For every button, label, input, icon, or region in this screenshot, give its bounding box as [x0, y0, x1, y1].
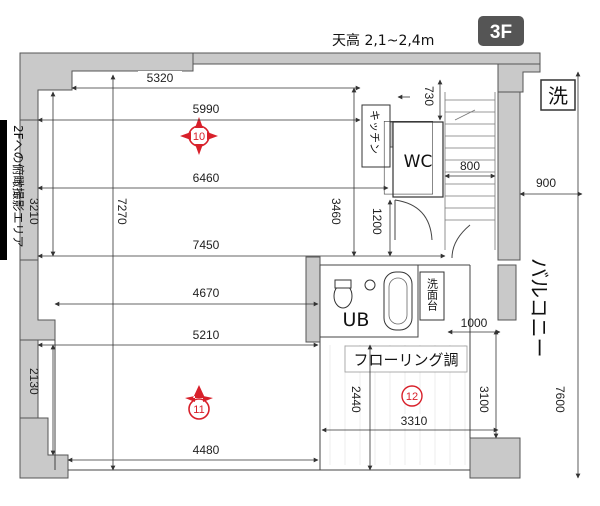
dim-4670: 4670	[193, 286, 220, 300]
interior-lines	[54, 199, 471, 471]
kitchen-label: キッチン	[368, 110, 381, 154]
dim-2130: 2130	[27, 368, 41, 395]
balcony-label: バルコニー	[527, 258, 551, 358]
camera-marker-upper: 10	[180, 117, 218, 155]
camera-marker-lower-label: 11	[193, 404, 204, 416]
dim-7450: 7450	[193, 238, 220, 252]
dim-2440: 2440	[349, 386, 363, 413]
ceiling-height-label: 天高 2,1~2,4m	[332, 32, 434, 49]
kitchen: キッチン	[361, 104, 391, 168]
dim-5320: 5320	[147, 71, 174, 85]
wc-label: WC	[404, 152, 433, 172]
staircase	[444, 92, 496, 250]
dim-3460: 3460	[329, 198, 343, 225]
wall-right-corner	[497, 63, 541, 93]
dim-900: 900	[536, 176, 556, 190]
wall-top-left	[19, 52, 194, 121]
dim-7600: 7600	[553, 386, 567, 413]
laundry-mark: 洗	[540, 79, 576, 111]
dim-730: 730	[422, 86, 436, 106]
washstand: 洗面台	[419, 271, 445, 321]
wall-right-column	[497, 91, 521, 261]
floor-badge-label: 3F	[490, 22, 512, 43]
wall-bottom-right	[469, 437, 521, 479]
flooring-label-box: フローリング調	[344, 345, 468, 373]
wall-top-right	[192, 52, 541, 73]
overhead-area-label: 2Fへの俯瞰撮影エリア	[11, 125, 26, 248]
walls	[19, 52, 541, 479]
wall-right-low	[497, 264, 517, 321]
dimension-lines	[37, 71, 583, 479]
dimension-labels: 5320 5990 6460 7450 4670 5210 4480 800 9…	[27, 71, 567, 457]
dim-5990: 5990	[193, 102, 220, 116]
camera-marker-lower: 11	[185, 385, 213, 420]
wall-bottom-left	[19, 417, 69, 479]
wc: WC	[383, 121, 444, 198]
dim-4480: 4480	[193, 443, 220, 457]
dim-800: 800	[460, 159, 480, 173]
dim-1000: 1000	[461, 316, 488, 330]
dim-6460: 6460	[193, 171, 220, 185]
overhead-area-strip	[0, 120, 7, 260]
area-12-marker: 12	[401, 385, 423, 407]
unit-bath: UB	[333, 271, 413, 331]
dim-5210: 5210	[193, 328, 220, 342]
dim-1200: 1200	[370, 208, 384, 235]
dim-3210: 3210	[27, 198, 41, 225]
laundry-mark-label: 洗	[548, 84, 568, 108]
dim-7270: 7270	[115, 198, 129, 225]
unit-bath-label: UB	[343, 309, 370, 331]
area-12-label: 12	[406, 391, 418, 403]
flooring-label: フローリング調	[353, 351, 458, 369]
wall-bath-column	[305, 256, 321, 343]
floor-badge: 3F	[478, 16, 524, 46]
camera-marker-upper-label: 10	[193, 131, 205, 143]
washstand-label: 洗面台	[426, 278, 439, 311]
dim-3100: 3100	[477, 386, 491, 413]
wall-left-mid	[19, 259, 56, 341]
dim-3310: 3310	[401, 414, 428, 428]
